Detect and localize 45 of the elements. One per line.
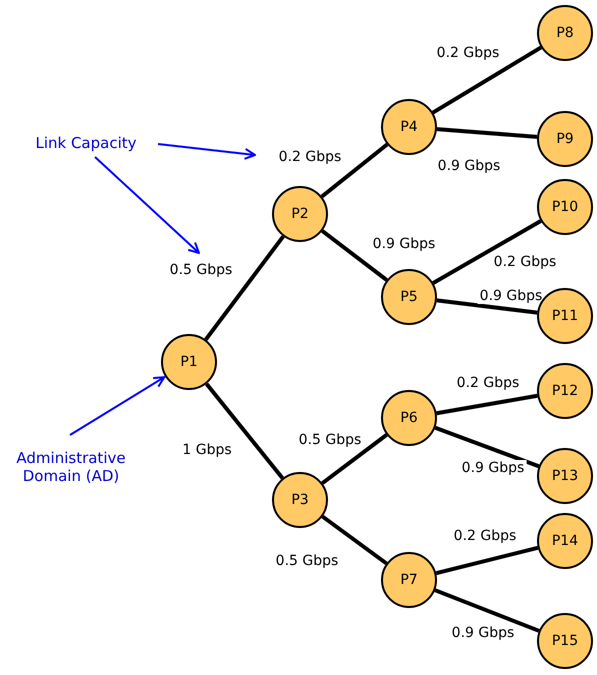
link-line (436, 546, 538, 576)
edge-label: 0.9 Gbps (450, 625, 516, 641)
leader-line (69, 376, 166, 436)
node-circle: P6 (381, 390, 437, 446)
edge-label: 0.2 Gbps (276, 149, 344, 165)
link-line (436, 394, 538, 416)
node-circle: P15 (537, 613, 593, 669)
edge-label: 0.5 Gbps (168, 262, 234, 278)
edge-label: 0.2 Gbps (492, 254, 558, 270)
node-circle: P4 (381, 99, 437, 155)
edge-label: 0.2 Gbps (434, 45, 502, 61)
link-line (204, 235, 285, 341)
edge-label: 0.2 Gbps (452, 528, 518, 544)
link-line (436, 127, 538, 139)
edge-label: 0.9 Gbps (460, 460, 526, 476)
link-line (436, 298, 538, 315)
node-circle: P12 (537, 363, 593, 419)
node-circle: P5 (381, 269, 437, 325)
link-line (434, 588, 540, 633)
edge-label: 0.2 Gbps (454, 375, 522, 391)
node-circle: P8 (537, 5, 593, 61)
edge-label: 0.5 Gbps (274, 553, 340, 569)
leader-line (158, 143, 256, 160)
edge-label: 0.9 Gbps (370, 236, 438, 252)
node-circle: P10 (537, 179, 593, 235)
leader-line (94, 156, 200, 254)
annotation-text: Link Capacity (21, 134, 151, 152)
edge-label: 0.9 Gbps (436, 158, 502, 174)
link-line (432, 46, 542, 114)
node-circle: P13 (537, 448, 593, 504)
node-circle: P3 (272, 472, 328, 528)
node-circle: P14 (537, 513, 593, 569)
link-line (432, 219, 542, 285)
link-line (321, 433, 388, 485)
link-line (205, 382, 284, 480)
link-line (321, 229, 388, 282)
edge-label: 0.5 Gbps (296, 432, 364, 448)
node-circle: P7 (381, 552, 437, 608)
link-line (321, 514, 388, 566)
node-circle: P9 (537, 111, 593, 167)
node-circle: P1 (161, 334, 217, 390)
link-line (320, 142, 388, 198)
node-circle: P2 (272, 186, 328, 242)
annotation-text: Administrative Domain (AD) (1, 449, 141, 485)
link-line (434, 426, 540, 468)
